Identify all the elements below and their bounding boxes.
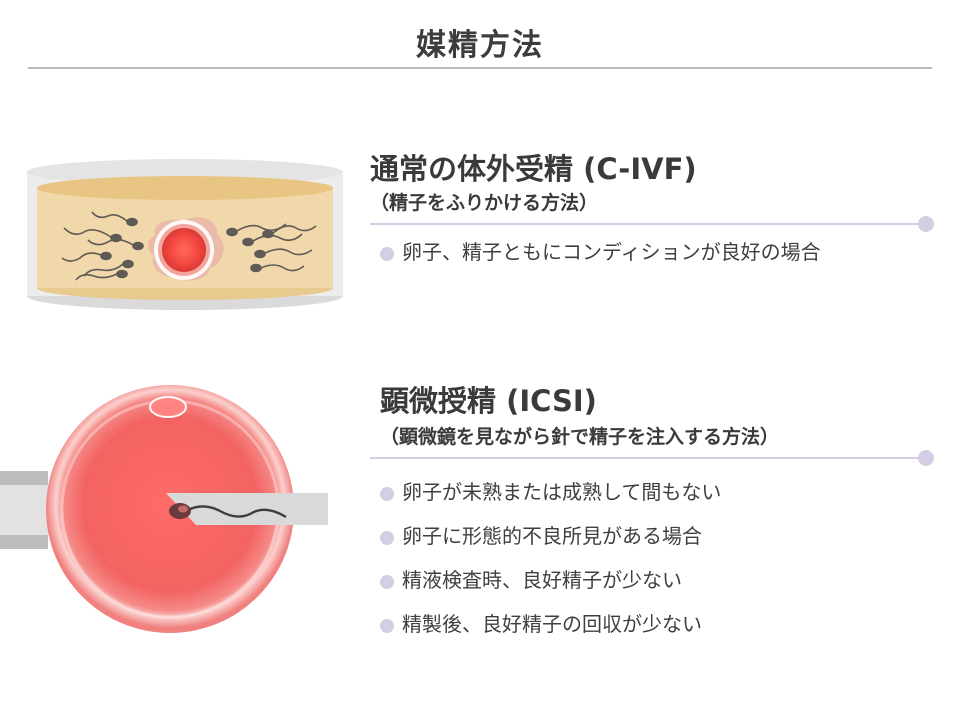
title-divider bbox=[28, 67, 932, 69]
cvif-divider-dot bbox=[918, 216, 934, 232]
icsi-divider bbox=[370, 457, 926, 459]
cvif-divider bbox=[370, 223, 926, 225]
microinjection-icon bbox=[0, 385, 328, 633]
icsi-subtitle: （顕微鏡を見ながら針で精子を注入する方法） bbox=[380, 426, 780, 448]
page-title: 媒精方法 bbox=[416, 28, 544, 63]
cvif-bullet-list: 卵子、精子ともにコンディションが良好の場合 bbox=[380, 238, 821, 282]
list-item: 卵子、精子ともにコンディションが良好の場合 bbox=[380, 238, 821, 282]
icsi-divider-dot bbox=[918, 450, 934, 466]
list-item: 精製後、良好精子の回収が少ない bbox=[380, 610, 721, 654]
icsi-title: 顕微授精 (ICSI) bbox=[380, 384, 597, 418]
cvif-subtitle: （精子をふりかける方法） bbox=[370, 192, 599, 214]
icsi-bullet-list: 卵子が未熟または成熟して間もない 卵子に形態的不良所見がある場合 精液検査時、良… bbox=[380, 478, 721, 654]
list-item: 精液検査時、良好精子が少ない bbox=[380, 566, 721, 610]
list-item: 卵子が未熟または成熟して間もない bbox=[380, 478, 721, 522]
cvif-title: 通常の体外受精 (C-IVF) bbox=[370, 152, 697, 186]
list-item: 卵子に形態的不良所見がある場合 bbox=[380, 522, 721, 566]
petri-dish-icon bbox=[27, 159, 343, 310]
